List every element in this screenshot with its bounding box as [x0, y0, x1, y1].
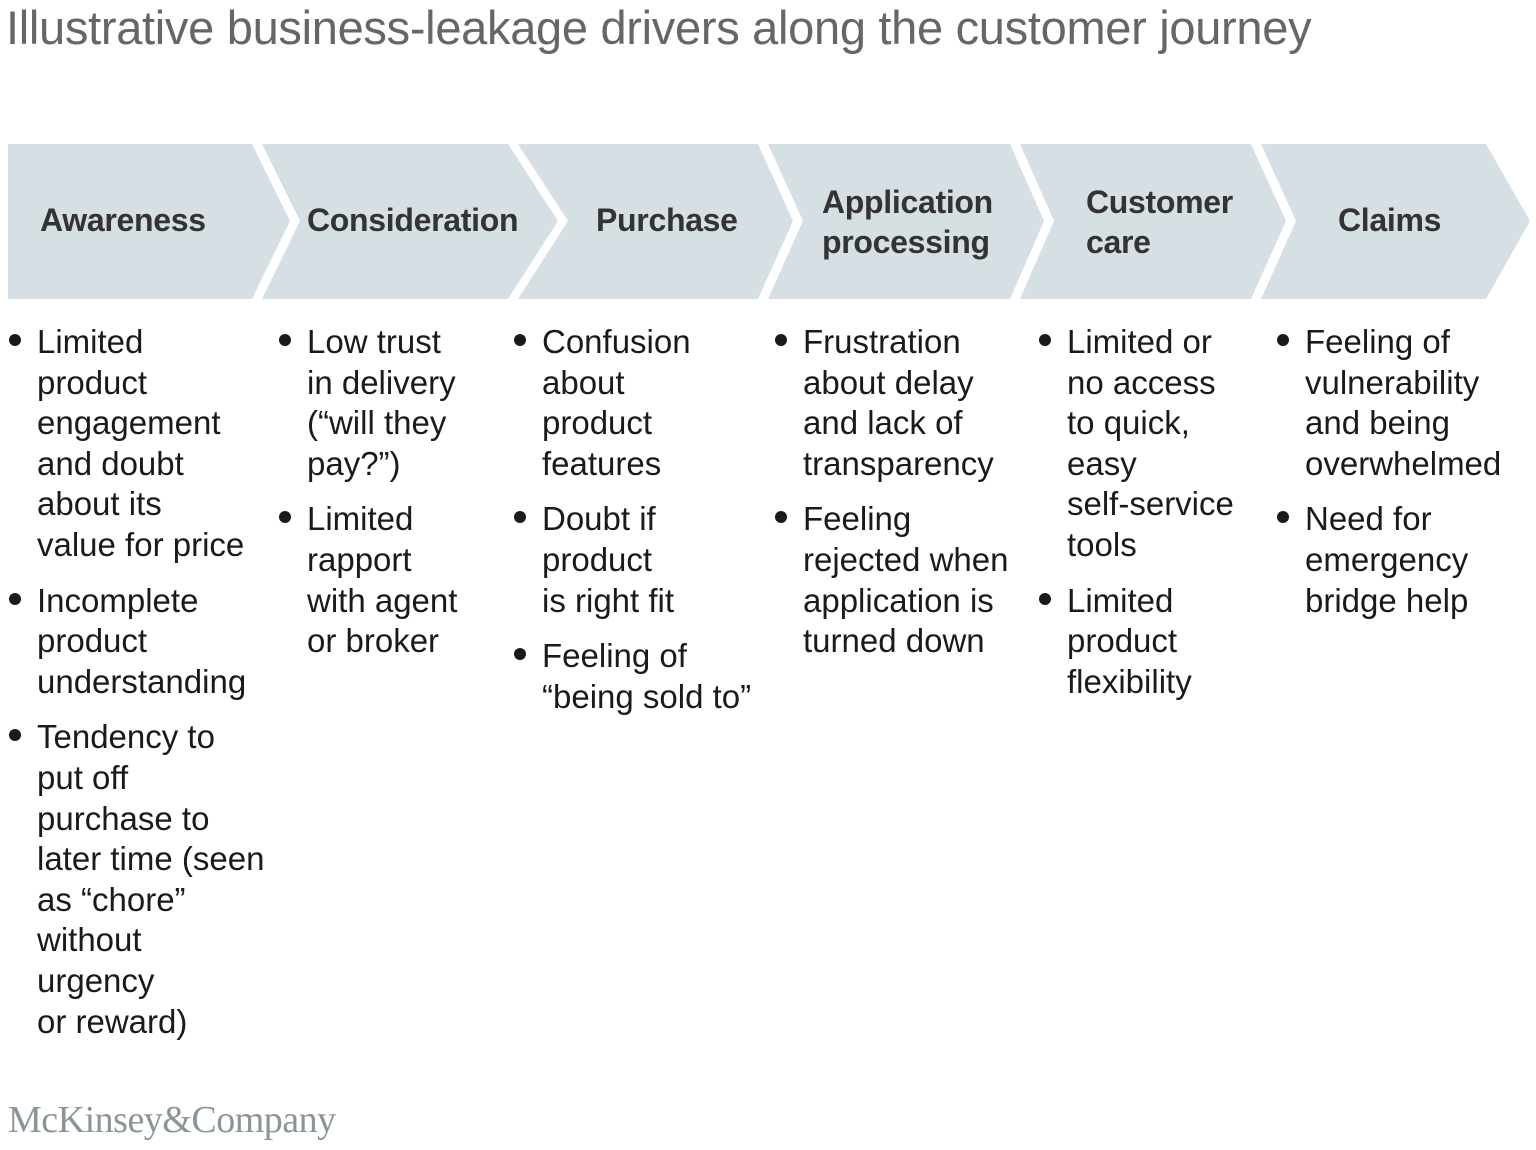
- drivers-customer-care: Limited or no access to quick, easy self…: [1039, 322, 1234, 717]
- chevron-customer-care: [1020, 144, 1286, 299]
- driver-item: Feeling of vulnerability and being overw…: [1277, 322, 1501, 484]
- driver-item: Frustration about delay and lack of tran…: [775, 322, 1008, 484]
- driver-item: Need for emergency bridge help: [1277, 499, 1501, 621]
- driver-item: Limited product engagement and doubt abo…: [9, 322, 264, 566]
- mckinsey-logo: McKinsey&Company: [8, 1099, 336, 1141]
- stage-label-application-processing: Application processing: [822, 184, 993, 260]
- driver-item: Tendency to put off purchase to later ti…: [9, 717, 264, 1042]
- bullet-icon: [1039, 334, 1051, 346]
- stage-label-claims: Claims: [1338, 202, 1442, 238]
- bullet-icon: [279, 511, 291, 524]
- chevron-awareness: [8, 144, 290, 299]
- bullet-icon: [1039, 592, 1051, 605]
- drivers-consideration: Low trust in delivery (“will they pay?”)…: [279, 322, 457, 677]
- driver-item: Limited or no access to quick, easy self…: [1039, 322, 1234, 566]
- driver-item: Limited product flexibility: [1039, 581, 1234, 703]
- chevron-claims: [1261, 144, 1530, 299]
- drivers-application-processing: Frustration about delay and lack of tran…: [775, 322, 1008, 677]
- chevron-application-processing: [768, 144, 1044, 299]
- bullet-icon: [514, 511, 526, 524]
- drivers-purchase: Confusion about product features Doubt i…: [514, 322, 751, 732]
- driver-item: Limited rapport with agent or broker: [279, 499, 457, 661]
- page-title: Illustrative business-leakage drivers al…: [6, 1, 1312, 54]
- chevron-consideration: [262, 144, 558, 299]
- driver-item: Confusion about product features: [514, 322, 751, 484]
- driver-item: Feeling rejected when application is tur…: [775, 499, 1008, 661]
- driver-item: Low trust in delivery (“will they pay?”): [279, 322, 457, 484]
- driver-item: Incomplete product understanding: [9, 581, 264, 703]
- bullet-icon: [279, 334, 291, 346]
- bullet-icon: [1277, 511, 1289, 524]
- bullet-icon: [9, 334, 21, 346]
- bullet-icon: [775, 511, 787, 524]
- customer-journey-chevrons: [8, 144, 1530, 299]
- stage-label-customer-care: Customer care: [1086, 184, 1233, 260]
- bullet-icon: [1277, 334, 1289, 346]
- bullet-icon: [514, 648, 526, 661]
- stage-label-awareness: Awareness: [40, 202, 206, 238]
- bullet-icon: [9, 592, 21, 605]
- driver-item: Doubt if product is right fit: [514, 499, 751, 621]
- stage-label-purchase: Purchase: [596, 202, 738, 238]
- driver-item: Feeling of “being sold to”: [514, 636, 751, 717]
- stage-label-consideration: Consideration: [307, 202, 519, 238]
- bullet-icon: [514, 334, 526, 346]
- bullet-icon: [775, 334, 787, 346]
- drivers-awareness: Limited product engagement and doubt abo…: [9, 322, 264, 1057]
- chevron-purchase: [518, 144, 793, 299]
- drivers-claims: Feeling of vulnerability and being overw…: [1277, 322, 1501, 636]
- bullet-icon: [9, 729, 21, 742]
